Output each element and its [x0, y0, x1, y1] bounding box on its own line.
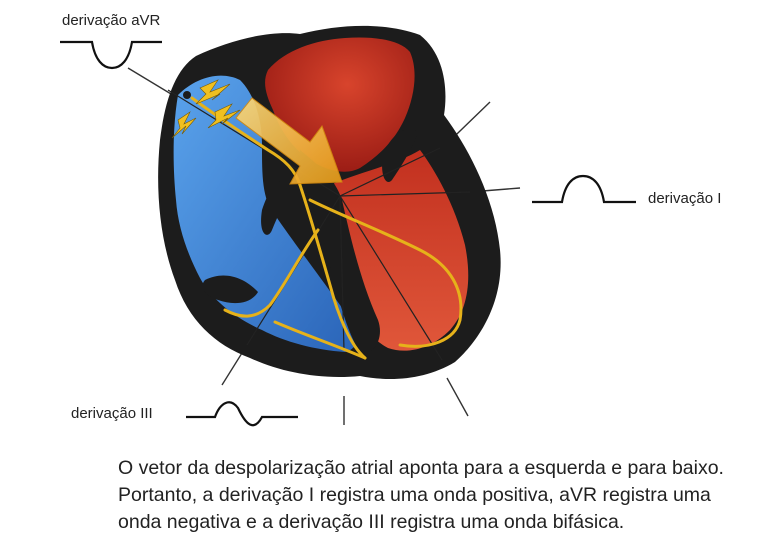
valve-detail-left — [261, 179, 290, 235]
avr-lead-label: derivação aVR — [62, 12, 161, 29]
valve-detail-right — [382, 129, 418, 182]
trabeculae — [202, 275, 258, 304]
caption: O vetor da despolarização atrial aponta … — [118, 455, 758, 536]
depolarization-vector-arrow — [235, 97, 343, 185]
lightning-bolt-icon — [171, 79, 241, 139]
lead-iii-label: derivação III — [71, 405, 153, 422]
caption-line-1: O vetor da despolarização atrial aponta … — [118, 457, 724, 479]
caption-line-3: onda negativa e a derivação III registra… — [118, 511, 625, 533]
sa-node — [183, 91, 191, 99]
avr-waveform — [60, 40, 162, 70]
conduction-system — [190, 96, 463, 360]
lead-iii-waveform — [186, 401, 298, 427]
lead-i-waveform — [532, 174, 636, 204]
caption-line-2: Portanto, a derivação I registra uma ond… — [118, 484, 711, 506]
lead-i-label: derivação I — [648, 190, 722, 207]
septum — [300, 150, 380, 355]
